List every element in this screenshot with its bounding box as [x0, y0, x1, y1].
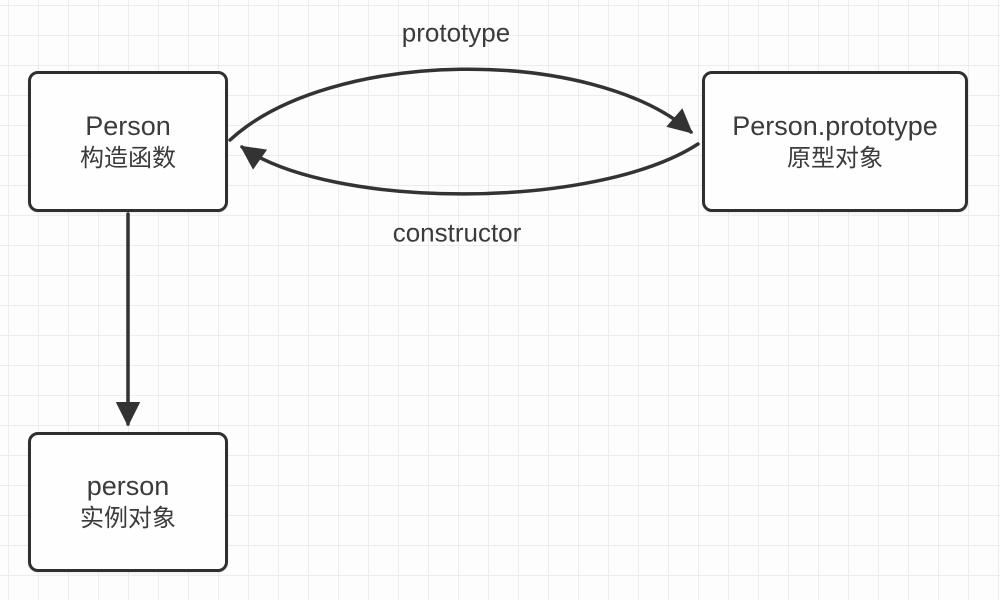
node-subtitle: 构造函数: [80, 144, 176, 172]
node-person-prototype: Person.prototype 原型对象: [702, 71, 968, 212]
node-person-constructor: Person 构造函数: [28, 71, 228, 212]
node-person-instance: person 实例对象: [28, 432, 228, 572]
node-title: Person: [85, 110, 171, 141]
node-subtitle: 实例对象: [80, 505, 176, 532]
edge-prototype-arrow: [228, 67, 693, 142]
node-title: person: [86, 471, 170, 501]
edge-label-constructor: constructor: [392, 217, 522, 248]
node-subtitle: 原型对象: [787, 144, 883, 172]
edge-label-prototype: prototype: [401, 17, 511, 48]
node-title: Person.prototype: [732, 110, 938, 141]
edge-constructor-arrow: [239, 142, 700, 196]
